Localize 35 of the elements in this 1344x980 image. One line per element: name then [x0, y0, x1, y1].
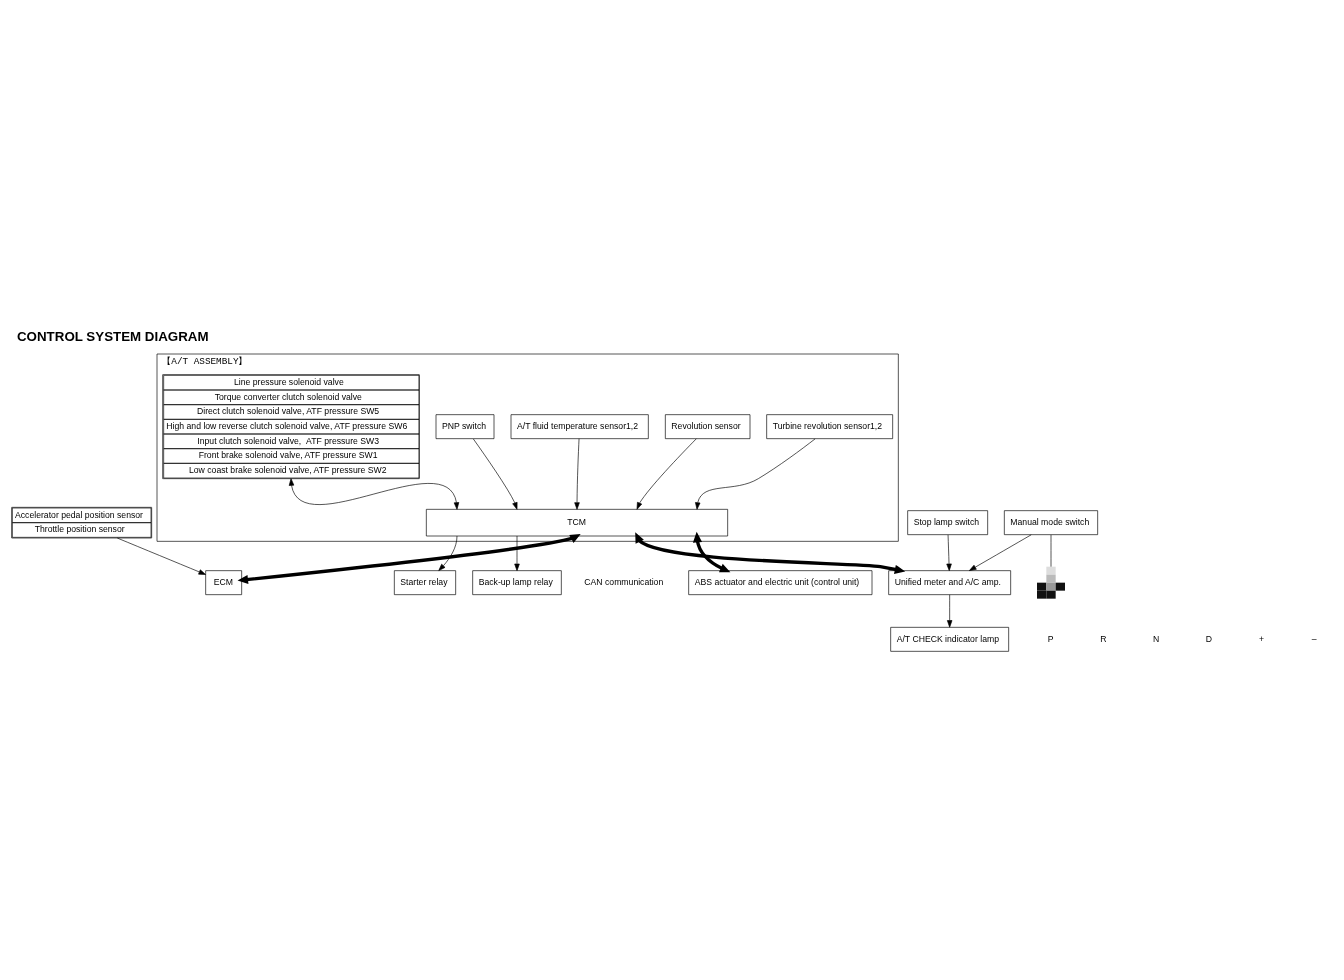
node-box: A/T fluid temperature sensor1,2	[510, 414, 649, 439]
arrow	[695, 438, 816, 510]
arrow	[574, 438, 580, 510]
node-box: Back-up lamp relay	[472, 570, 562, 595]
node-box: ECM	[205, 570, 242, 595]
arrow	[237, 534, 581, 585]
node-box: Stop lamp switch	[907, 510, 988, 535]
node-box: Revolution sensor	[665, 414, 751, 439]
node-box: A/T CHECK indicator lamp	[890, 627, 1009, 652]
arrow	[514, 535, 520, 571]
arrow	[692, 531, 731, 573]
arrow	[969, 534, 1032, 571]
arrow	[438, 535, 458, 571]
arrow	[946, 534, 952, 571]
node-box: ABS actuator and electric unit (control unit)	[688, 570, 873, 595]
arrow	[947, 594, 953, 628]
label: R	[1100, 633, 1107, 644]
label: CAN communication	[584, 576, 664, 587]
arrow	[473, 438, 518, 510]
node-box: Unified meter and A/C amp.	[888, 570, 1011, 595]
arrow	[288, 478, 460, 510]
node-box: Manual mode switch	[1004, 510, 1098, 535]
label: –	[1311, 633, 1317, 644]
arrow	[636, 438, 697, 510]
node-box: TCM	[426, 509, 728, 537]
diagram-title: CONTROL SYSTEM DIAGRAM	[17, 329, 209, 345]
label: P	[1047, 633, 1054, 644]
node-box: Starter relay	[394, 570, 456, 595]
label: D	[1205, 633, 1212, 644]
label: N	[1153, 633, 1160, 644]
node-box: PNP switch	[435, 414, 495, 439]
arrow	[116, 537, 206, 575]
arrow	[635, 532, 906, 574]
label: +	[1259, 633, 1265, 644]
node-box: Turbine revolution sensor1,2	[766, 414, 893, 439]
